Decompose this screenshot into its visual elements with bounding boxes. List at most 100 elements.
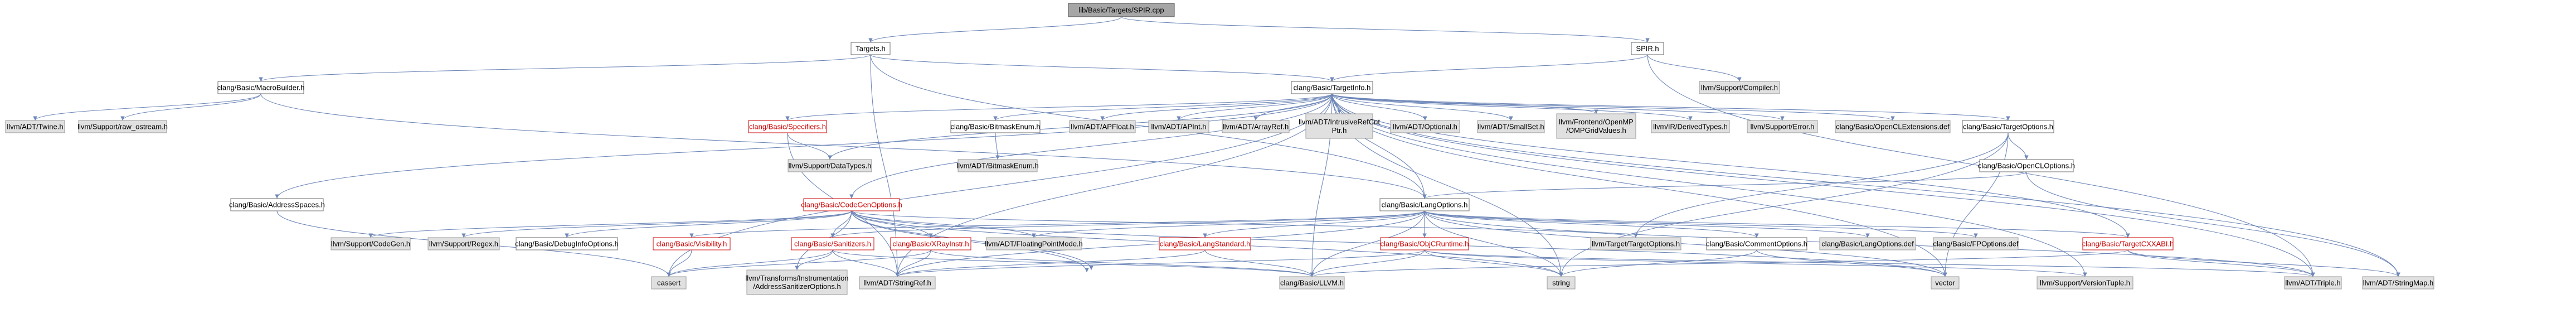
node-string[interactable]: string: [1547, 276, 1576, 290]
node-clang-basic-targetinfo-h[interactable]: clang/Basic/TargetInfo.h: [1291, 81, 1373, 94]
node-label: clang/Basic/TargetOptions.h: [1963, 123, 2053, 131]
node-llvm-ir-derivedtypes-h[interactable]: llvm/IR/DerivedTypes.h: [1651, 120, 1730, 133]
node-llvm-adt-apint-h[interactable]: llvm/ADT/APInt.h: [1148, 120, 1209, 133]
edge-langoptions-to-commentopts: [1424, 210, 1759, 238]
edge-targetinfo-to-smallset: [1331, 93, 1513, 121]
node-llvm-adt-twine-h[interactable]: llvm/ADT/Twine.h: [5, 120, 65, 133]
node-clang-basic-visibility-h[interactable]: clang/Basic/Visibility.h: [653, 237, 731, 250]
edge-openclopts-to-langoptions: [1422, 171, 2027, 199]
node-clang-basic-langoptions-h[interactable]: clang/Basic/LangOptions.h: [1379, 198, 1470, 211]
node-box: [1305, 113, 1373, 139]
edge-langoptions-to-visibility: [689, 210, 1425, 238]
edge-sanitizers-to-asanopts: [795, 249, 833, 271]
node-clang-basic-debuginfooptions-h[interactable]: clang/Basic/DebugInfoOptions.h: [515, 237, 619, 250]
edge-xraysinstr-to-cassert: [667, 249, 931, 277]
node-llvm-support-regex-h[interactable]: llvm/Support/Regex.h: [427, 237, 500, 250]
node-clang-basic-objcruntime-h[interactable]: clang/Basic/ObjCRuntime.h: [1380, 237, 1469, 250]
node-llvm-adt-optional-h[interactable]: llvm/ADT/Optional.h: [1390, 120, 1460, 133]
node-label: clang/Basic/LangOptions.def: [1821, 240, 1914, 248]
node-clang-basic-commentoptions-h[interactable]: clang/Basic/CommentOptions.h: [1706, 237, 1807, 250]
node-box: [1279, 276, 1345, 290]
node-clang-basic-opencloptions-h[interactable]: clang/Basic/OpenCLOptions.h: [1978, 159, 2075, 172]
edge-codegenopts-to-supportcodegen: [368, 210, 852, 238]
node-label: llvm/ADT/APInt.h: [1151, 123, 1207, 131]
node-llvm-adt-triple-h[interactable]: llvm/ADT/Triple.h: [2284, 276, 2342, 290]
edge-objcruntime-to-stringref: [895, 249, 1425, 277]
edge-targetoptions-to-targettargetopts: [1634, 132, 2009, 238]
node-llvm-adt-arrayref-h[interactable]: llvm/ADT/ArrayRef.h: [1222, 120, 1290, 133]
node-clang-basic-sanitizers-h[interactable]: clang/Basic/Sanitizers.h: [791, 237, 874, 250]
node-box: [859, 276, 936, 290]
edge-langoptions-to-langstandard: [1203, 210, 1425, 238]
edge-targetinfo-to-error: [1331, 93, 1785, 121]
node-box: [986, 237, 1082, 250]
node-clang-basic-langstandard-h[interactable]: clang/Basic/LangStandard.h: [1159, 237, 1251, 250]
node-label: clang/Basic/CommentOptions.h: [1706, 240, 1807, 248]
node-llvm-adt-bitmaskenum-h[interactable]: llvm/ADT/BitmaskEnum.h: [956, 159, 1039, 172]
edge-langstandard-to-llvmh: [1204, 249, 1314, 277]
node-llvm-support-error-h[interactable]: llvm/Support/Error.h: [1747, 120, 1818, 133]
node-clang-basic-llvm-h[interactable]: clang/Basic/LLVM.h: [1279, 276, 1345, 290]
edge-specifiers-to-datatypes: [787, 132, 832, 160]
node-llvm-support-datatypes-h[interactable]: llvm/Support/DataTypes.h: [788, 159, 872, 172]
node-clang-basic-specifiers-h[interactable]: clang/Basic/Specifiers.h: [748, 120, 827, 133]
node-box: [1159, 237, 1251, 250]
node-box: [1556, 113, 1636, 139]
node-llvm-adt-stringmap-h[interactable]: llvm/ADT/StringMap.h: [2362, 276, 2434, 290]
edge-langoptions-to-targetcxxabi: [1424, 210, 2130, 238]
node-label: Ptr.h: [1332, 126, 1347, 134]
node-clang-basic-targetoptions-h[interactable]: clang/Basic/TargetOptions.h: [1962, 120, 2054, 133]
node-box: [788, 159, 872, 172]
node-vector[interactable]: vector: [1931, 276, 1960, 290]
node-box: [653, 237, 731, 250]
edge-langoptions-to-floatmode: [1032, 210, 1425, 238]
node-llvm-target-targetoptions-h[interactable]: llvm/Target/TargetOptions.h: [1590, 237, 1681, 250]
node-label: clang/Basic/OpenCLOptions.h: [1978, 162, 2075, 170]
node-clang-basic-addressspaces-h[interactable]: clang/Basic/AddressSpaces.h: [229, 198, 325, 211]
node-box: [427, 237, 500, 250]
edge-targetinfo-to-targetoptions: [1331, 93, 2010, 121]
node-clang-basic-openclextensions-def[interactable]: clang/Basic/OpenCLExtensions.def: [1835, 120, 1951, 133]
node-box: [746, 269, 848, 295]
node-cassert[interactable]: cassert: [651, 276, 687, 290]
node-llvm-adt-smallset-h[interactable]: llvm/ADT/SmallSet.h: [1477, 120, 1545, 133]
node-llvm-adt-stringref-h[interactable]: llvm/ADT/StringRef.h: [859, 276, 936, 290]
node-clang-basic-fpoptions-def[interactable]: clang/Basic/FPOptions.def: [1933, 237, 2019, 250]
node-llvm-adt-apfloat-h[interactable]: llvm/ADT/APFloat.h: [1069, 120, 1136, 133]
node-label: clang/Basic/DebugInfoOptions.h: [515, 240, 619, 248]
edge-codegenopts-to-debuginfo: [565, 210, 852, 238]
node-clang-basic-macrobuilder-h[interactable]: clang/Basic/MacroBuilder.h: [217, 81, 305, 94]
node-label: /OMPGridValues.h: [1566, 126, 1626, 134]
edge-targetinfo-to-codegenopts: [849, 93, 1333, 199]
edge-langoptions-to-string: [1424, 210, 1563, 277]
node-label: string: [1552, 279, 1570, 287]
node-spir-h[interactable]: SPIR.h: [1631, 42, 1664, 55]
node-box: [958, 159, 1038, 172]
node-llvm-frontend-openmp-ompgridvalues-h[interactable]: llvm/Frontend/OpenMP/OMPGridValues.h: [1556, 113, 1636, 139]
node-llvm-support-compiler-h[interactable]: llvm/Support/Compiler.h: [1699, 81, 1780, 94]
node-clang-basic-targetcxxabi-h[interactable]: clang/Basic/TargetCXXABI.h: [2082, 237, 2174, 250]
edge-targetinfo-to-openclext: [1331, 93, 1895, 121]
node-box: [1819, 237, 1916, 250]
node-clang-basic-langoptions-def[interactable]: clang/Basic/LangOptions.def: [1819, 237, 1916, 250]
edge-targetcxxabi-to-triple: [2127, 249, 2315, 277]
node-label: vector: [1935, 279, 1955, 287]
node-llvm-support-versiontuple-h[interactable]: llvm/Support/VersionTuple.h: [2037, 276, 2133, 290]
node-clang-basic-xrayinstr-h[interactable]: clang/Basic/XRayInstr.h: [890, 237, 971, 250]
node-clang-basic-bitmaskenum-h[interactable]: clang/Basic/BitmaskEnum.h: [950, 120, 1041, 133]
node-label: llvm/ADT/Optional.h: [1393, 123, 1457, 131]
edge-commentopts-to-vector: [1756, 249, 1947, 277]
node-llvm-support-codegen-h[interactable]: llvm/Support/CodeGen.h: [330, 237, 411, 250]
node-label: clang/Basic/LLVM.h: [1280, 279, 1344, 287]
node-clang-basic-codegenoptions-h[interactable]: clang/Basic/CodeGenOptions.h: [801, 198, 902, 211]
node-label: clang/Basic/CodeGenOptions.h: [801, 201, 902, 209]
node-llvm-adt-floatingpointmode-h[interactable]: llvm/ADT/FloatingPointMode.h: [985, 237, 1083, 250]
node-llvm-support-raw-ostream-h[interactable]: llvm/Support/raw_ostream.h: [77, 120, 168, 133]
node-llvm-transforms-instrumentation-addresssanitizeroptions-h[interactable]: llvm/Transforms/Instrumentation/AddressS…: [745, 269, 849, 295]
edge-codegenopts-to-memory: [851, 210, 1093, 271]
node-targets-h[interactable]: Targets.h: [850, 42, 891, 55]
node-label: llvm/Support/raw_ostream.h: [77, 123, 168, 131]
edge-xraysinstr-to-llvmh: [930, 249, 1314, 277]
